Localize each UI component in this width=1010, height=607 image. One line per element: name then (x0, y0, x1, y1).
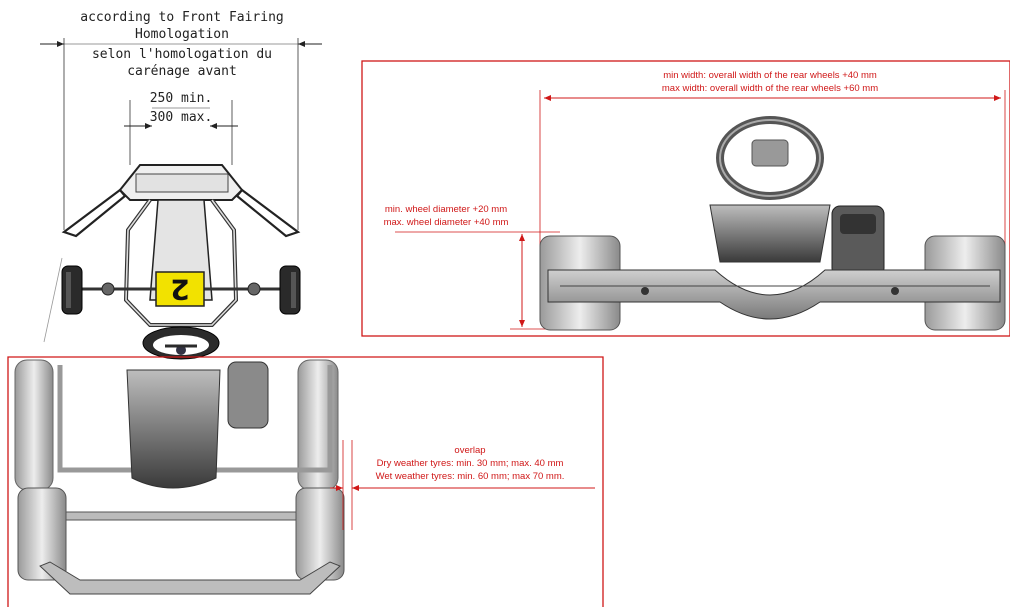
min-width-text: min width: overall width of the rear whe… (663, 70, 877, 81)
fairing-rule-line-4: carénage avant (127, 64, 237, 79)
overlap-title: overlap (454, 445, 485, 456)
dry-tyres-text: Dry weather tyres: min. 30 mm; max. 40 m… (377, 458, 564, 469)
front-tyre-left (61, 265, 83, 315)
rear-view-panel: min width: overall width of the rear whe… (361, 60, 1010, 337)
max-diameter-text: max. wheel diameter +40 mm (384, 217, 509, 228)
fairing-rule-line-2: Homologation (135, 27, 229, 42)
kart-number: 2 (170, 273, 189, 306)
engine-top-view (227, 361, 269, 429)
top-view-kart-drawing: 2 according to Front Fairing Homologatio… (40, 10, 322, 360)
front-fairing-left (61, 188, 127, 238)
bumper-min-width: 250 min. (150, 91, 213, 106)
front-fairing-right (235, 188, 301, 238)
front-bumper-panel (135, 173, 229, 193)
min-diameter-text: min. wheel diameter +20 mm (385, 204, 507, 215)
fairing-rule-line-1: according to Front Fairing (80, 10, 284, 25)
max-width-text: max width: overall width of the rear whe… (662, 83, 878, 94)
seat-top-view (126, 369, 221, 489)
fairing-rule-line-3: selon l'homologation du (92, 47, 272, 62)
wet-tyres-text: Wet weather tyres: min. 60 mm; max 70 mm… (376, 471, 565, 482)
number-plate (155, 271, 205, 307)
rear-seat (709, 204, 831, 263)
rear-bumper (547, 269, 1001, 320)
overlap-frame (7, 356, 604, 607)
rear-tyre-top-left (17, 487, 67, 581)
front-tyre-right (279, 265, 301, 315)
bumper-max-width: 300 max. (150, 110, 213, 125)
overlap-panel: overlap Dry weather tyres: min. 30 mm; m… (7, 356, 604, 607)
rear-bumper-top-view (39, 561, 341, 595)
side-pod-left (14, 359, 54, 491)
